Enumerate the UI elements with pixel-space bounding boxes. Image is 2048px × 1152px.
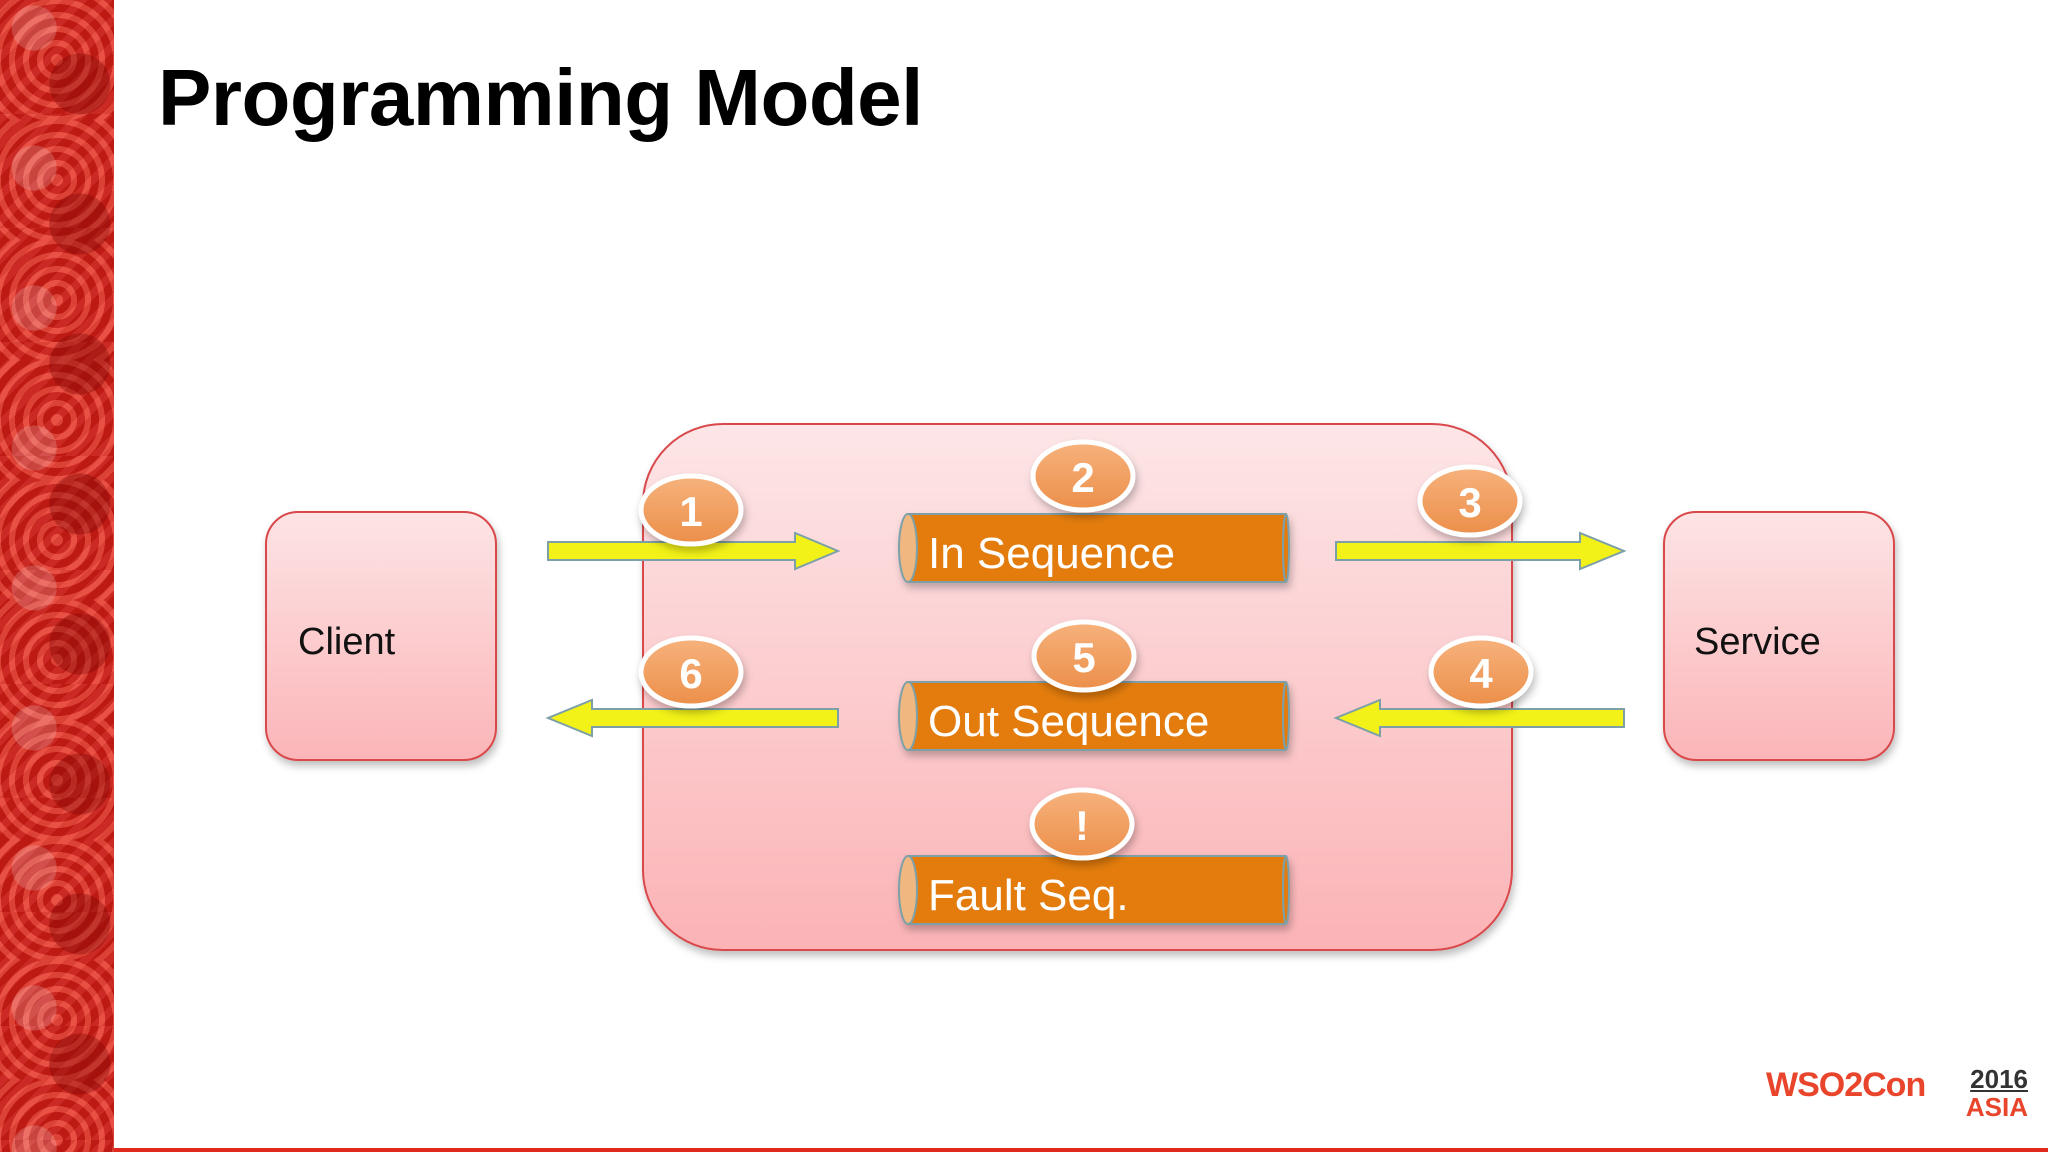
out-sequence: Out Sequence <box>898 681 1290 751</box>
step-badge-6: 6 <box>638 635 744 709</box>
service-box: Service <box>1663 511 1895 761</box>
arrow-request-in <box>547 531 841 571</box>
logo-region: ASIA <box>1965 1092 2028 1122</box>
slide-title: Programming Model <box>158 53 923 142</box>
step-badge-4: 4 <box>1428 635 1534 709</box>
step-badge-1: 1 <box>638 473 744 547</box>
step-badge-2: 2 <box>1030 439 1136 513</box>
fault-sequence-label: Fault Seq. <box>928 871 1129 920</box>
step-fault-label: ! <box>1075 802 1089 849</box>
client-box: Client <box>265 511 497 761</box>
fault-sequence: Fault Seq. <box>898 855 1290 925</box>
wso2con-logo: WSO2Con 2016 ASIA <box>1766 1064 2028 1130</box>
step-4-label: 4 <box>1469 650 1493 697</box>
client-label: Client <box>298 621 396 663</box>
logo-year: 2016 <box>1970 1064 2028 1094</box>
step-3-label: 3 <box>1458 479 1481 526</box>
decorative-side-band <box>0 0 114 1152</box>
out-sequence-label: Out Sequence <box>928 697 1209 746</box>
arrow-response-out <box>545 698 839 738</box>
step-1-label: 1 <box>679 488 702 535</box>
arrow-response-in <box>1333 698 1625 738</box>
in-sequence: In Sequence <box>898 513 1290 583</box>
in-sequence-label: In Sequence <box>928 529 1175 578</box>
step-6-label: 6 <box>679 650 702 697</box>
step-badge-5: 5 <box>1031 619 1137 693</box>
step-5-label: 5 <box>1072 634 1095 681</box>
step-2-label: 2 <box>1071 454 1094 501</box>
step-badge-3: 3 <box>1417 464 1523 538</box>
service-label: Service <box>1694 621 1821 663</box>
logo-brand: WSO2Con <box>1766 1066 1926 1104</box>
bottom-rule <box>114 1148 2048 1152</box>
arrow-request-out <box>1335 531 1627 571</box>
step-badge-fault: ! <box>1029 787 1135 861</box>
